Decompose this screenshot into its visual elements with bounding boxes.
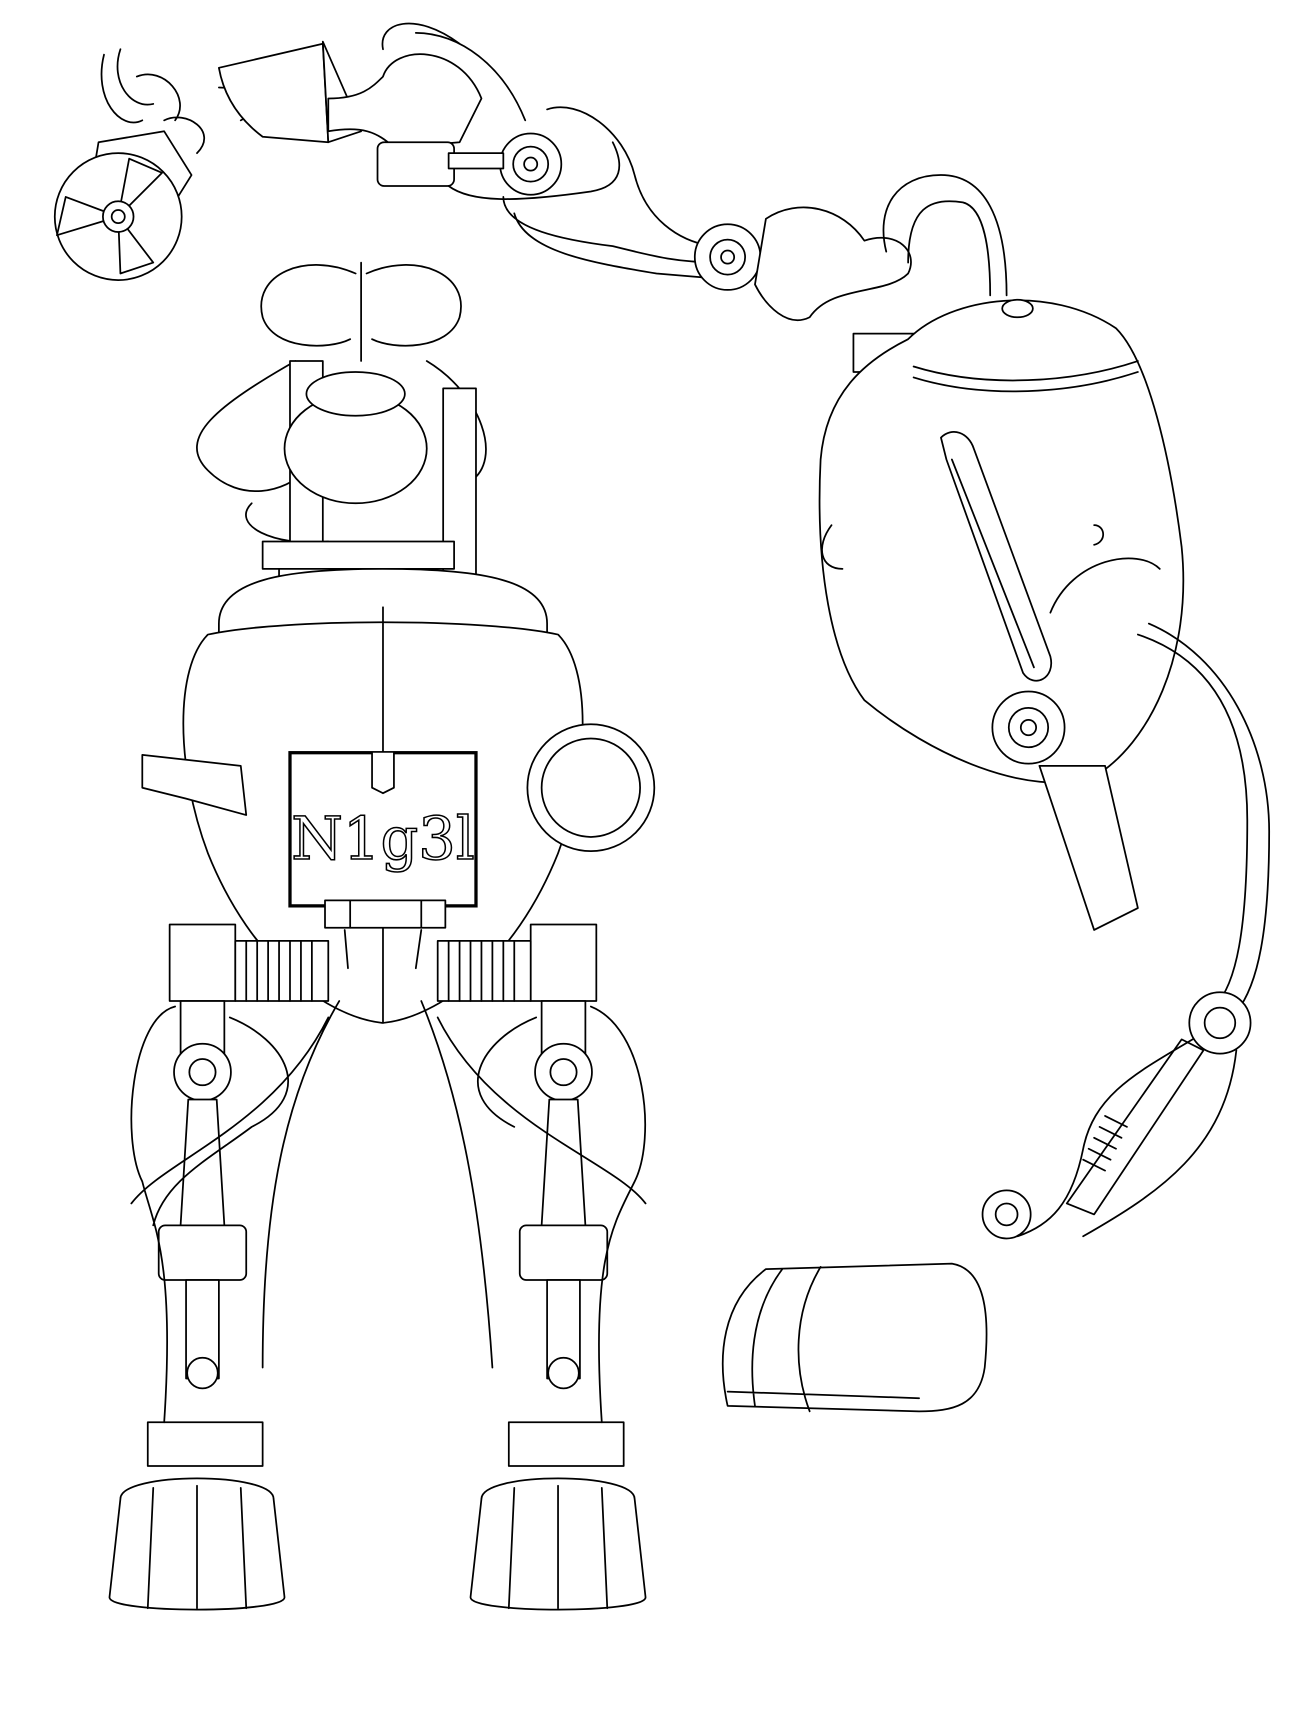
left-robot-head xyxy=(196,261,487,603)
left-robot-torso: N1g3l xyxy=(141,568,656,1024)
right-robot xyxy=(721,298,1271,1413)
leg-right xyxy=(469,1000,647,1611)
leg-left xyxy=(108,1000,289,1611)
logo-text: N1g3l xyxy=(291,804,475,873)
claw-arm xyxy=(53,22,1008,321)
left-robot-legs xyxy=(108,1000,647,1611)
